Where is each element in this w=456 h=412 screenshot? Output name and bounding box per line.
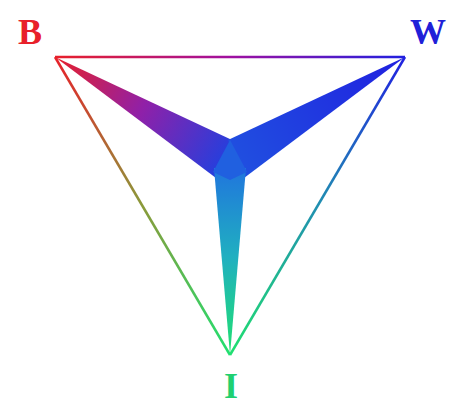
triangle-side: [55, 56, 405, 59]
vertex-label: W: [410, 14, 446, 50]
star-arm: [214, 168, 246, 355]
vertex-label: I: [224, 368, 238, 404]
star-arm: [55, 57, 232, 178]
star-center: [213, 140, 247, 180]
star-arm: [228, 57, 405, 178]
vertex-label: B: [18, 14, 42, 50]
